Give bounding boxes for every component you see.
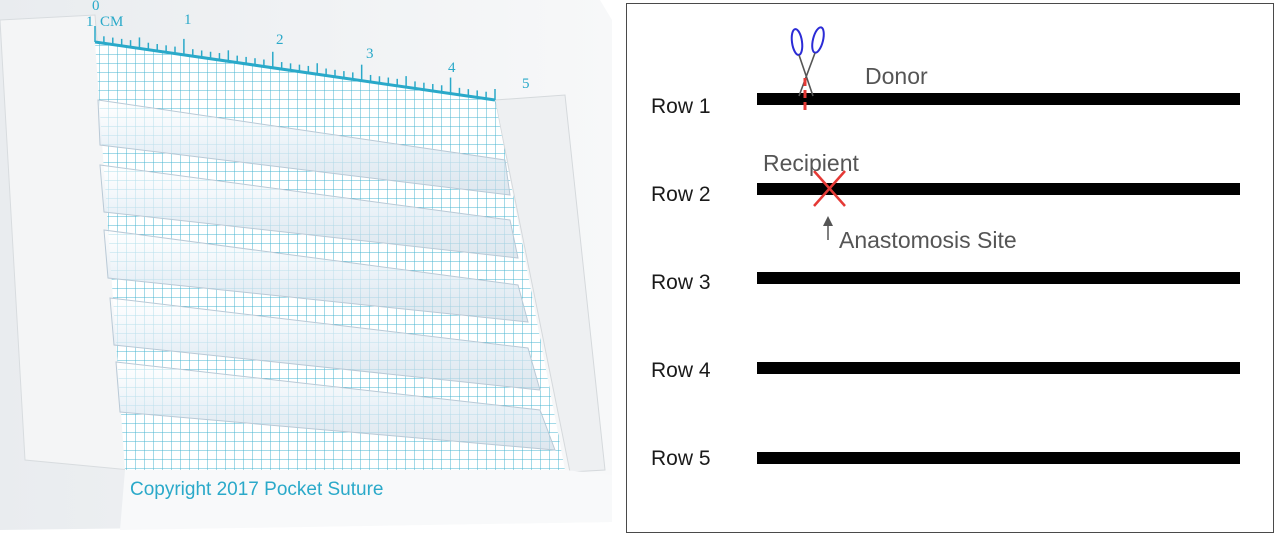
ruler-one-label: 1 [86, 14, 94, 30]
row-label-3: Row 3 [651, 271, 711, 294]
ruler-number-3: 3 [366, 46, 374, 62]
ruler-zero-label: 0 [92, 0, 100, 14]
tube-3 [103, 229, 529, 323]
x-mark-icon [813, 170, 846, 207]
tube-4 [109, 297, 541, 391]
suture-pad-photo: 0 1 CM 1 2 3 4 5 Copyright 2017 Pocket S… [0, 0, 612, 542]
row-line-5 [757, 452, 1240, 464]
ruler-number-4: 4 [448, 60, 456, 76]
right-foam-pad [494, 94, 606, 473]
anastomosis-diagram: Row 1 Row 2 Row 3 Row 4 Row 5 Donor Reci… [626, 3, 1274, 533]
row-label-5: Row 5 [651, 447, 711, 470]
up-arrow-icon [823, 216, 833, 240]
tube-5 [115, 361, 556, 451]
ruler-number-2: 2 [276, 32, 284, 48]
ruler-number-5: 5 [522, 76, 530, 92]
row-line-4 [757, 362, 1240, 374]
row-label-1: Row 1 [651, 95, 711, 118]
ruler-baseline [94, 40, 496, 102]
diagram-graphics [757, 26, 1240, 464]
row-label-2: Row 2 [651, 183, 711, 206]
row-line-3 [757, 272, 1240, 284]
anastomosis-site-label: Anastomosis Site [839, 227, 1017, 253]
scissors-icon [790, 26, 825, 97]
row-line-1 [757, 93, 1240, 105]
row-label-4: Row 4 [651, 359, 711, 382]
bottom-strip [120, 470, 612, 530]
row-line-2 [757, 183, 1240, 195]
ruler-number-1: 1 [184, 12, 192, 28]
ruler-ticks [94, 26, 496, 100]
donor-label: Donor [865, 63, 928, 89]
copyright-text: Copyright 2017 Pocket Suture [130, 479, 384, 500]
suture-pad-illustration: 0 1 CM 1 2 3 4 5 [0, 0, 612, 530]
recipient-label: Recipient [763, 150, 859, 176]
ruler-unit-label: CM [100, 14, 123, 30]
tube-1 [97, 99, 511, 196]
tube-2 [99, 164, 519, 259]
